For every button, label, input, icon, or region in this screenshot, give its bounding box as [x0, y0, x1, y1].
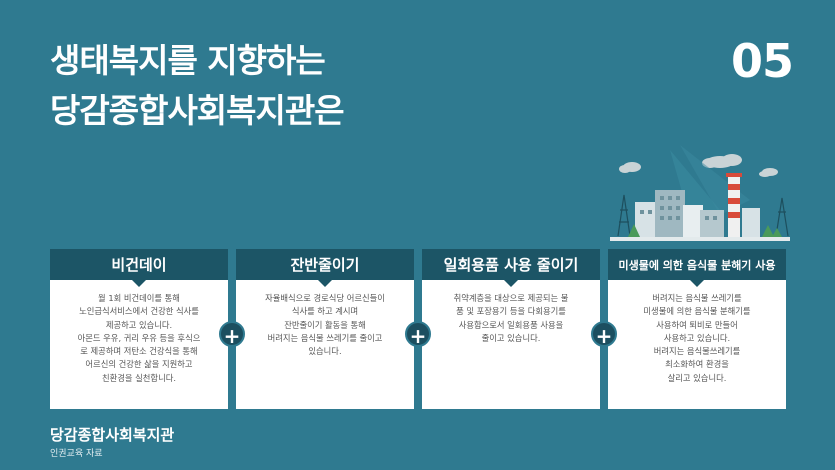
cards-row: 비건데이 월 1회 비건데이를 통해 노인급식서비스에서 건강한 식사를 제공하…: [50, 249, 786, 409]
page-title-line1: 생태복지를 지향하는: [50, 41, 326, 80]
factory-illustration: [610, 145, 790, 241]
card-vegan-day: 비건데이 월 1회 비건데이를 통해 노인급식서비스에서 건강한 식사를 제공하…: [50, 249, 228, 409]
card-body: 자율배식으로 경로식당 어르신들이 식사를 하고 계시며 잔반줄이기 활동을 통…: [236, 280, 414, 409]
card-body: 취약계층을 대상으로 제공되는 물 품 및 포장용기 등을 다회용기를 사용함으…: [422, 280, 600, 409]
card-food-waste-digester: 미생물에 의한 음식물 분해기 사용 버려지는 음식물 쓰레기를 미생물에 의한…: [608, 249, 786, 409]
card-header: 비건데이: [50, 249, 228, 287]
plus-icon: +: [405, 321, 431, 348]
card-body-text: 버려지는 음식물 쓰레기를 미생물에 의한 음식물 분해기를 사용하여 퇴비로 …: [643, 293, 751, 383]
card-header: 미생물에 의한 음식물 분해기 사용: [608, 249, 786, 287]
card-leftover-reduction: 잔반줄이기 자율배식으로 경로식당 어르신들이 식사를 하고 계시며 잔반줄이기…: [236, 249, 414, 409]
card-body: 버려지는 음식물 쓰레기를 미생물에 의한 음식물 분해기를 사용하여 퇴비로 …: [608, 280, 786, 409]
plus-icon: +: [591, 321, 617, 348]
card-body-text: 취약계층을 대상으로 제공되는 물 품 및 포장용기 등을 다회용기를 사용함으…: [453, 293, 569, 343]
page-title: 생태복지를 지향하는 당감종합사회복지관은: [50, 36, 345, 136]
page-title-line2: 당감종합사회복지관은: [50, 91, 345, 130]
card-body-text: 월 1회 비건데이를 통해 노인급식서비스에서 건강한 식사를 제공하고 있습니…: [77, 293, 201, 383]
card-body-text: 자율배식으로 경로식당 어르신들이 식사를 하고 계시며 잔반줄이기 활동을 통…: [265, 293, 385, 357]
card-header: 잔반줄이기: [236, 249, 414, 287]
card-body: 월 1회 비건데이를 통해 노인급식서비스에서 건강한 식사를 제공하고 있습니…: [50, 280, 228, 409]
page-number: 05: [730, 34, 794, 88]
footer-subtitle: 인권교육 자료: [50, 449, 103, 459]
plus-icon: +: [219, 321, 245, 348]
card-header: 일회용품 사용 줄이기: [422, 249, 600, 287]
card-disposable-reduction: 일회용품 사용 줄이기 취약계층을 대상으로 제공되는 물 품 및 포장용기 등…: [422, 249, 600, 409]
footer-org-name: 당감종합사회복지관: [50, 426, 175, 444]
